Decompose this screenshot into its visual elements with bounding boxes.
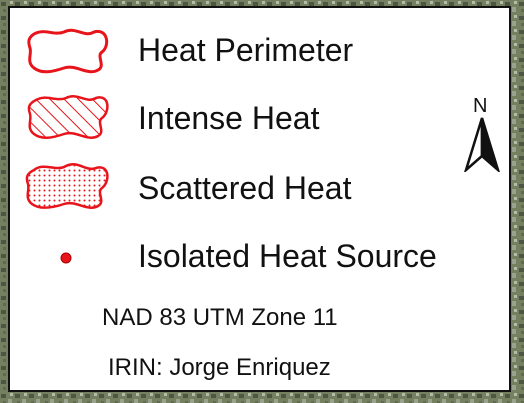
projection-text: NAD 83 UTM Zone 11: [102, 304, 338, 331]
heat-perimeter-label: Heat Perimeter: [138, 32, 354, 68]
hatched-polygon-icon: [27, 95, 109, 139]
red-dot-icon: [60, 252, 72, 264]
north-letter: N: [473, 95, 488, 117]
isolated-heat-source-label: Isolated Heat Source: [138, 238, 437, 274]
map-legend-panel: Heat Perimeter Intense Heat Scattered He…: [8, 6, 511, 392]
north-arrow-icon: [464, 117, 500, 172]
dotted-polygon-icon: [25, 163, 109, 209]
heat-perimeter-outline-icon: [27, 28, 109, 74]
scattered-heat-label: Scattered Heat: [138, 170, 352, 206]
intense-heat-label: Intense Heat: [138, 100, 320, 136]
credit-text: IRIN: Jorge Enriquez: [108, 354, 331, 381]
